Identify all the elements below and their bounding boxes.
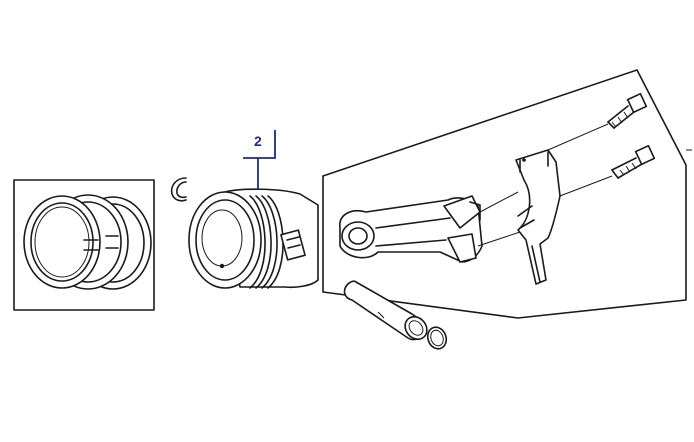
ring-set-frame [13, 179, 155, 311]
piston-pin [343, 280, 428, 341]
piston-ring-set [13, 179, 155, 311]
connecting-rod-assembly-frame [322, 69, 687, 319]
snap-ring-right [426, 326, 448, 350]
piston [188, 188, 319, 289]
rod-cap-body [515, 149, 561, 285]
connecting-rod-cap [515, 149, 561, 285]
small-end [341, 221, 375, 251]
callout-2: 2 [243, 130, 276, 190]
callout-bracket [243, 130, 276, 159]
connecting-rod-bolt-upper [607, 92, 648, 129]
piston-crown [188, 191, 262, 289]
ring-front [23, 195, 101, 289]
big-end-lower [447, 233, 477, 263]
connecting-rod-bolt-lower [611, 144, 656, 179]
snap-ring-left [170, 177, 187, 202]
callout-label: 2 [254, 133, 262, 149]
connecting-rod [339, 195, 483, 263]
